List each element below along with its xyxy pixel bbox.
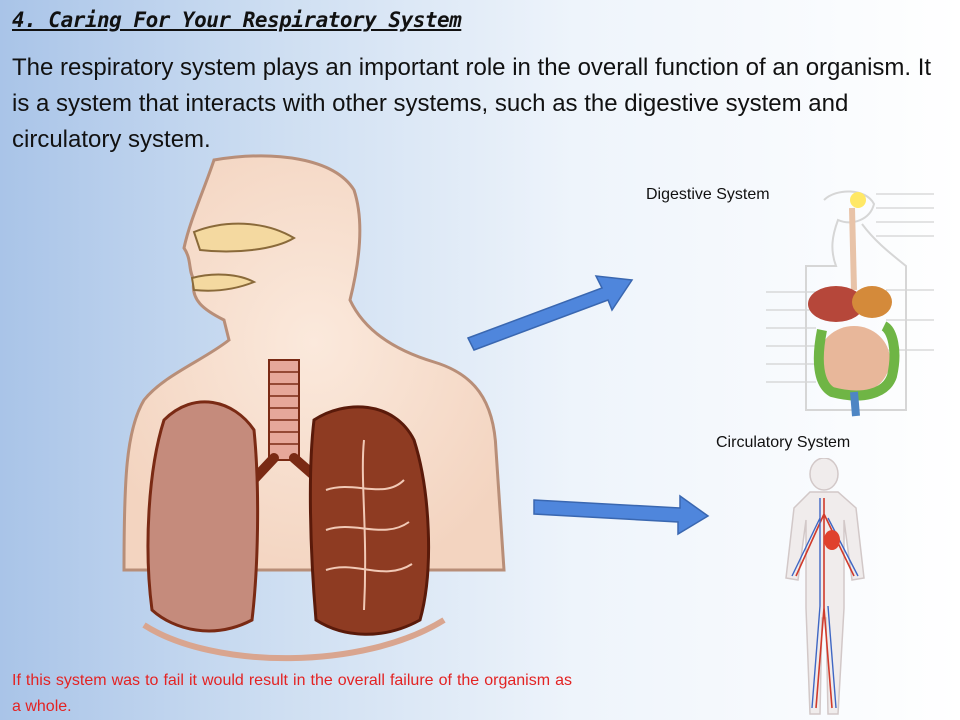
arrow-to-digestive	[466, 275, 634, 351]
digestive-system-illustration	[766, 190, 934, 417]
warning-text: If this system was to fail it would resu…	[12, 672, 572, 715]
respiratory-system-illustration	[122, 154, 506, 662]
circulatory-system-illustration	[785, 458, 865, 715]
digestive-system-label: Digestive System	[646, 186, 770, 203]
intro-paragraph: The respiratory system plays an importan…	[12, 54, 932, 153]
slide-title: 4. Caring For Your Respiratory System	[12, 8, 462, 32]
circulatory-system-label: Circulatory System	[716, 434, 851, 451]
arrow-to-circulatory	[533, 494, 710, 536]
